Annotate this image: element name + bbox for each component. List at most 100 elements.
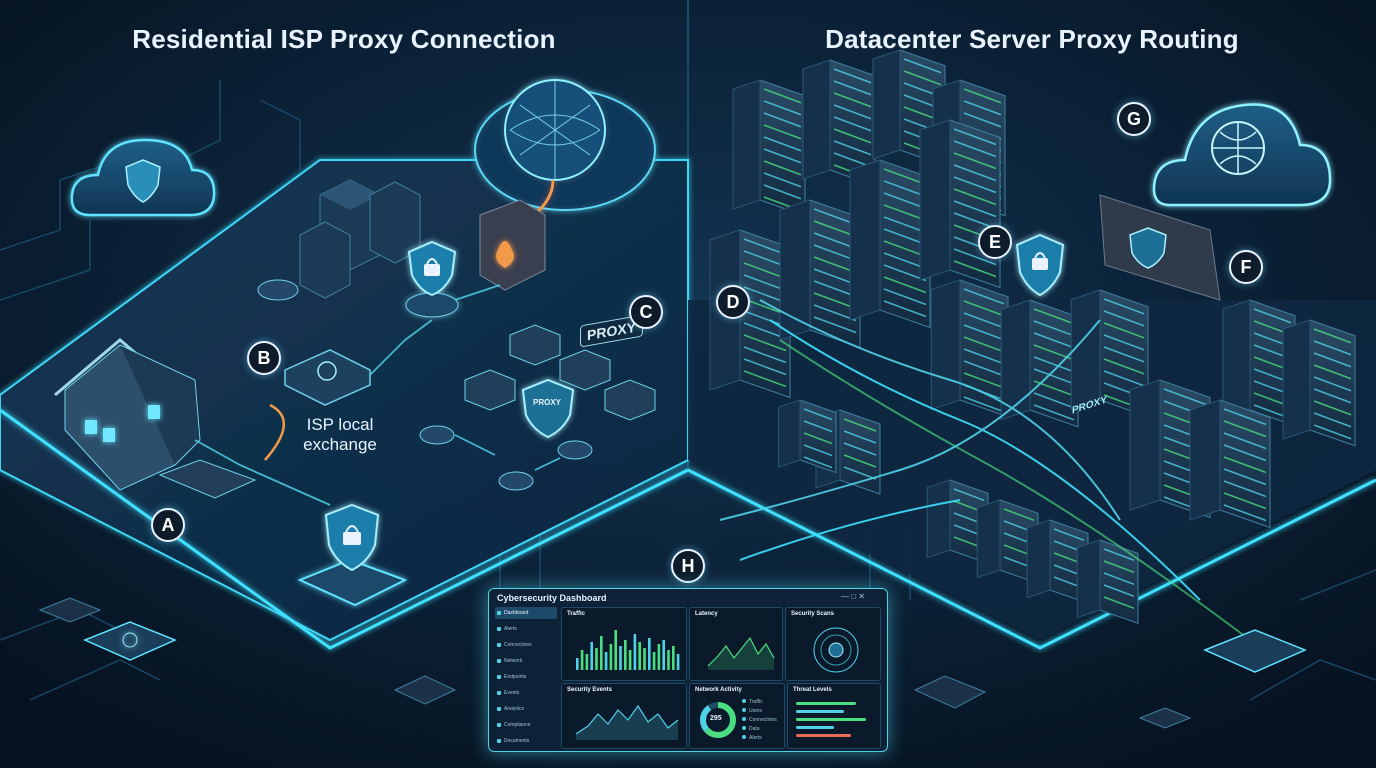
right-lock-shield-icon xyxy=(1015,233,1065,297)
threat-bar xyxy=(796,734,851,737)
sidebar-item[interactable]: Events xyxy=(495,687,557,699)
server-rack xyxy=(777,399,837,474)
datacenter-racks xyxy=(709,49,1356,625)
traffic-bar xyxy=(580,650,584,670)
sidebar-item[interactable]: Documents xyxy=(495,735,557,747)
server-rack xyxy=(919,119,1001,289)
traffic-bar xyxy=(624,640,627,670)
right-platform xyxy=(687,300,1376,650)
security-scans-panel[interactable]: Security Scans xyxy=(785,607,881,681)
server-rack xyxy=(1189,399,1271,529)
server-rack xyxy=(1076,539,1139,625)
server-rack xyxy=(930,279,1009,418)
network-activity-panel-title: Network Activity xyxy=(695,687,742,693)
security-scans-panel-title: Security Scans xyxy=(791,611,835,617)
firewall-icon xyxy=(479,199,546,291)
cloud-shield-icon xyxy=(70,138,216,217)
chip-icon xyxy=(38,597,1307,729)
legend-item: Users xyxy=(742,707,777,716)
bottom-lock-shield-icon xyxy=(297,503,408,607)
server-rack xyxy=(1000,299,1079,428)
network-activity-value: 295 xyxy=(710,715,722,722)
traffic-bar xyxy=(676,654,680,670)
traffic-panel-title: Traffic xyxy=(567,611,586,617)
traffic-bar xyxy=(648,638,651,670)
server-rack xyxy=(779,199,861,349)
sidebar-item[interactable]: Dashboard xyxy=(495,607,557,619)
marker-b: B xyxy=(247,341,281,375)
lock-shield-icon xyxy=(405,240,459,318)
sidebar-item[interactable]: Analytics xyxy=(495,703,557,715)
server-rack xyxy=(1070,289,1149,418)
left-servers xyxy=(257,179,421,301)
sidebar-item[interactable]: Connections xyxy=(495,639,557,651)
server-rack xyxy=(732,79,806,217)
proxy-shield-label: PROXY xyxy=(533,398,562,407)
globe-cloud-right-icon xyxy=(1152,103,1332,207)
latency-line-chart xyxy=(707,636,775,670)
legend-item: Data xyxy=(742,725,777,734)
traffic-bar xyxy=(619,646,622,670)
globe-cloud-icon xyxy=(474,79,656,227)
traffic-bar xyxy=(643,648,646,670)
threat-bar xyxy=(796,710,844,713)
security-events-line-chart xyxy=(575,704,679,740)
threat-levels-panel-title: Threat Levels xyxy=(793,687,832,693)
marker-h: H xyxy=(671,549,705,583)
latency-panel-title: Latency xyxy=(695,611,718,617)
proxy-cluster xyxy=(419,324,656,491)
server-rack xyxy=(849,159,931,329)
marker-f: F xyxy=(1229,250,1263,284)
latency-panel[interactable]: Latency xyxy=(689,607,783,681)
traffic-bar xyxy=(614,630,617,670)
dashboard-title: Cybersecurity Dashboard xyxy=(497,593,607,603)
traffic-bar xyxy=(609,644,613,670)
security-events-panel-title: Security Events xyxy=(567,687,613,693)
traffic-bar xyxy=(662,640,665,670)
marker-g: G xyxy=(1117,102,1151,136)
server-rack xyxy=(709,229,791,399)
traffic-bar xyxy=(638,642,641,670)
traffic-bar xyxy=(585,654,589,670)
marker-a: A xyxy=(151,508,185,542)
traffic-bar xyxy=(595,648,598,670)
traffic-bar xyxy=(628,650,632,670)
traffic-bar xyxy=(657,644,661,670)
traffic-bar xyxy=(672,646,675,670)
server-rack xyxy=(1282,319,1356,447)
traffic-bar xyxy=(600,636,603,670)
isp-exchange-label: ISP local exchange xyxy=(303,415,377,454)
traffic-bar xyxy=(652,652,656,670)
house-icon xyxy=(54,338,257,499)
traffic-bar-chart xyxy=(576,630,680,670)
sidebar-item[interactable]: Network xyxy=(495,655,557,667)
sidebar-item[interactable]: Alerts xyxy=(495,623,557,635)
radar-icon xyxy=(813,627,859,673)
right-panel-title: Datacenter Server Proxy Routing xyxy=(825,24,1239,54)
sidebar-item[interactable]: Endpoints xyxy=(495,671,557,683)
isp-exchange-box xyxy=(264,349,371,461)
left-panel-title: Residential ISP Proxy Connection xyxy=(132,24,556,54)
network-activity-donut xyxy=(700,702,736,738)
traffic-panel[interactable]: Traffic xyxy=(561,607,687,681)
traffic-bar xyxy=(667,650,670,670)
traffic-bar xyxy=(576,658,579,670)
window-controls[interactable]: — □ ✕ xyxy=(841,592,865,601)
legend-item: Connections xyxy=(742,716,777,725)
traffic-bar xyxy=(633,634,637,670)
legend-item: Alerts xyxy=(742,734,777,743)
sidebar-item[interactable]: Compliance xyxy=(495,719,557,731)
server-rack xyxy=(802,59,876,187)
traffic-bar xyxy=(604,652,608,670)
threat-bar xyxy=(796,702,856,705)
security-events-panel[interactable]: Security Events xyxy=(561,683,687,749)
legend-item: Traffic xyxy=(742,698,777,707)
threat-levels-panel[interactable]: Threat Levels xyxy=(787,683,881,749)
threat-bar xyxy=(796,718,866,721)
marker-d: D xyxy=(716,285,750,319)
right-firewall-icon xyxy=(1099,194,1221,301)
